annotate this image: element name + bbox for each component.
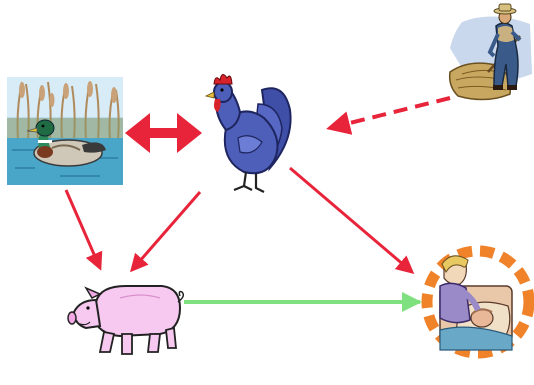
- rooster-caregiver-arrow: [289, 166, 415, 274]
- blue-rooster-icon: [204, 74, 292, 193]
- rooster-pig-arrow: [130, 191, 202, 273]
- duck-rooster-bidirectional-arrow: [125, 113, 202, 153]
- caregiver-and-patient-icon: [421, 245, 534, 359]
- highlight-ring: [421, 245, 534, 359]
- farmer-rooster-dashed-arrow: [326, 96, 451, 135]
- duck-in-pond-icon: [7, 77, 123, 185]
- pig-icon: [67, 285, 185, 355]
- farmer-with-pitchfork-icon: [448, 3, 532, 101]
- duck-pig-arrow: [64, 189, 103, 271]
